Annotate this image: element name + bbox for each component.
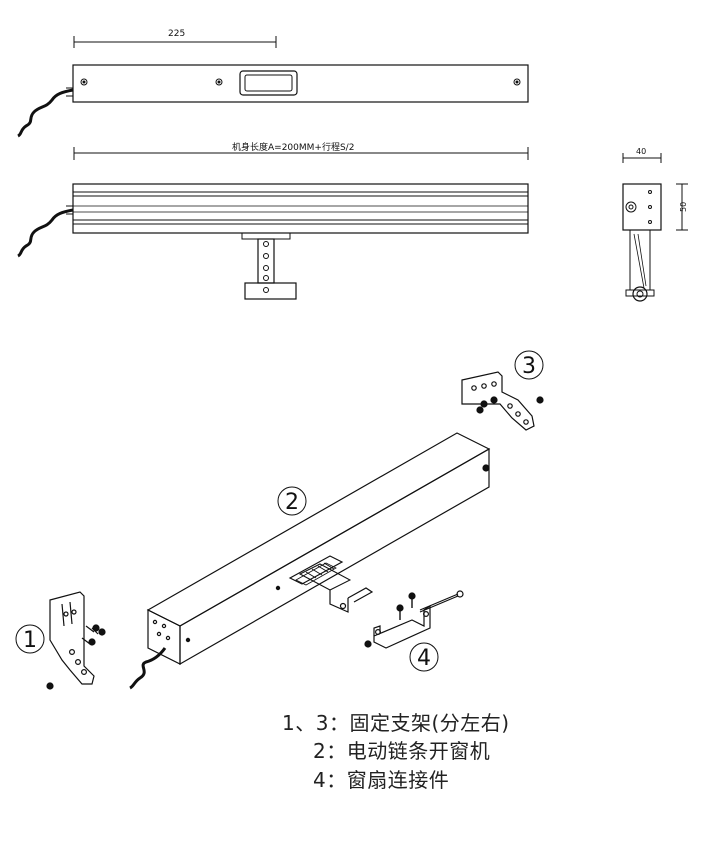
actuator-body-top [72,64,529,103]
side-width-label: 40 [636,147,646,156]
front-view: 机身长度A=200MM+行程S/2 [17,141,529,300]
mounting-bracket-right [461,371,544,431]
body-length-label: 机身长度A=200MM+行程S/2 [232,141,354,153]
cable-front [17,208,74,258]
sash-connector-front [244,282,297,300]
chain-link-arm [257,238,275,284]
callout-4-num: 4 [417,646,431,671]
callout-1-num: 1 [23,628,37,653]
legend-line-1: 1、3：固定支架(分左右) [282,711,510,735]
cable-top [17,88,74,138]
actuator-body-front [72,183,529,234]
callout-2-num: 2 [285,490,299,515]
chain-window [239,70,298,96]
dim-225-label: 225 [168,29,185,39]
legend-line-2: 2：电动链条开窗机 [313,739,491,763]
legend-line-3: 4：窗扇连接件 [313,768,450,792]
cable-iso [129,647,167,690]
side-view: 40 50 [622,147,688,302]
callout-3-num: 3 [522,354,536,379]
callout-2: 2 [277,486,307,516]
actuator-iso [129,432,491,690]
callout-3: 3 [514,350,544,380]
actuator-section [622,183,662,231]
top-view: 225 [17,29,529,138]
callout-1: 1 [15,624,45,654]
sash-connector [364,590,464,649]
callout-4: 4 [409,642,439,672]
side-height-label: 50 [679,202,688,212]
mounting-bracket-left [46,591,106,690]
